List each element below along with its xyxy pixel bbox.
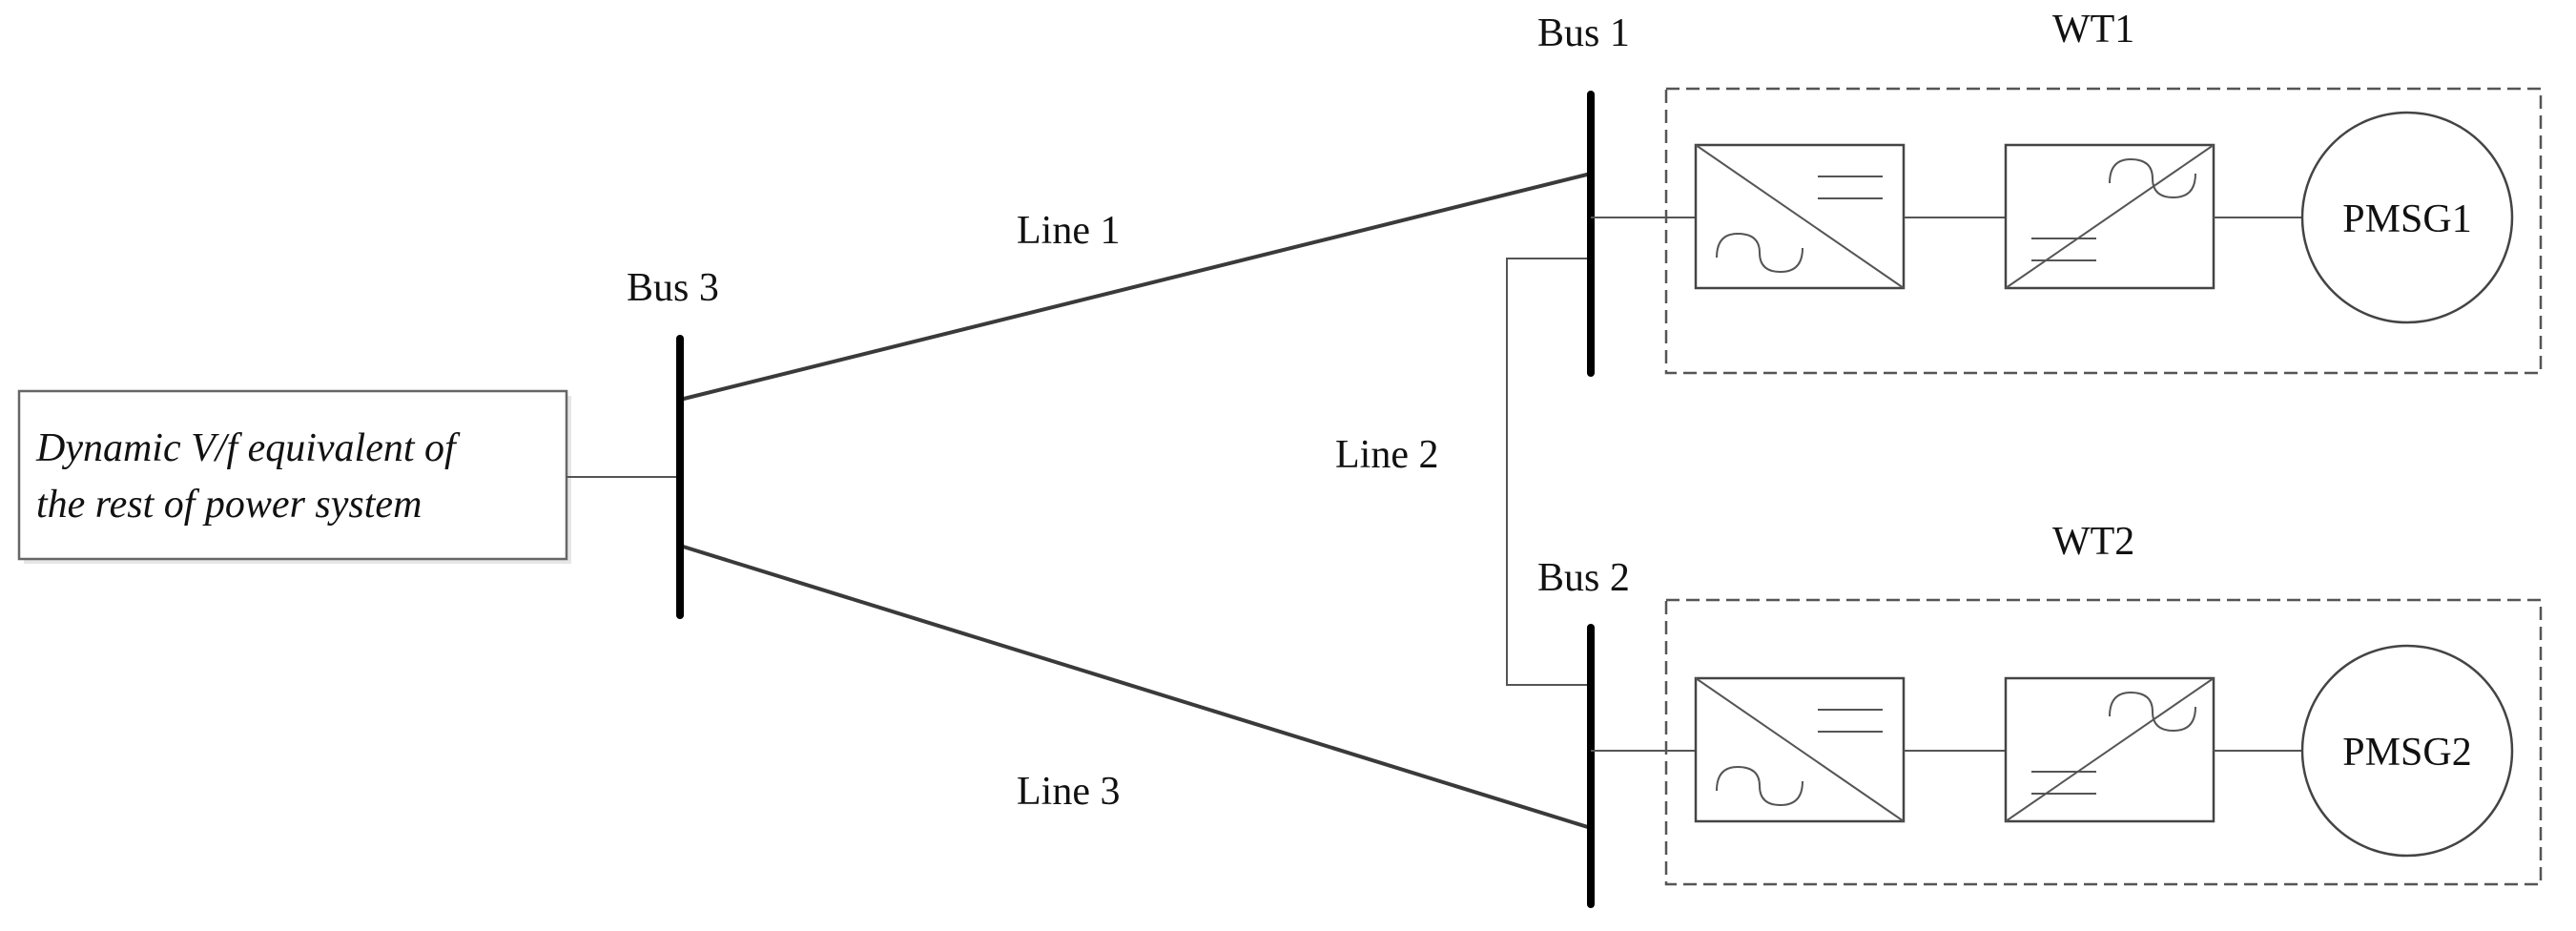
- line-3: [679, 544, 1592, 830]
- wt2-label: WT2: [2052, 520, 2134, 564]
- equivalent-system-block: Dynamic V/f equivalent of the rest of po…: [17, 389, 571, 564]
- wt1-grid-side-converter: [1694, 143, 1906, 290]
- pmsg2-label: PMSG2: [2342, 731, 2471, 775]
- line-2-label: Line 2: [1335, 433, 1438, 477]
- pmsg1-generator: PMSG1: [2300, 111, 2514, 324]
- wind-turbine-2: WT2 PMSG2: [1591, 520, 2543, 886]
- pmsg1-label: PMSG1: [2342, 197, 2471, 241]
- wt1-label: WT1: [2052, 8, 2134, 52]
- bus-1-label: Bus 1: [1537, 11, 1630, 55]
- equivalent-box: [17, 389, 568, 561]
- wt1-boundary: [1664, 87, 2543, 375]
- wt2-grid-side-converter: [1694, 676, 1906, 823]
- wt2-boundary: [1664, 598, 2543, 886]
- equivalent-label-line1: Dynamic V/f equivalent of: [35, 426, 461, 470]
- line-1-label: Line 1: [1017, 209, 1120, 253]
- wt1-machine-side-converter: [2004, 143, 2215, 290]
- line-3-label: Line 3: [1017, 770, 1120, 814]
- bus-2-label: Bus 2: [1537, 556, 1630, 600]
- line-2: [1506, 258, 1591, 686]
- equivalent-label-line2: the rest of power system: [36, 483, 422, 527]
- wind-turbine-1: WT1 PMSG1: [1591, 8, 2543, 375]
- wt2-machine-side-converter: [2004, 676, 2215, 823]
- line-1: [679, 172, 1592, 402]
- bus-3-label: Bus 3: [627, 266, 719, 310]
- pmsg2-generator: PMSG2: [2300, 644, 2514, 858]
